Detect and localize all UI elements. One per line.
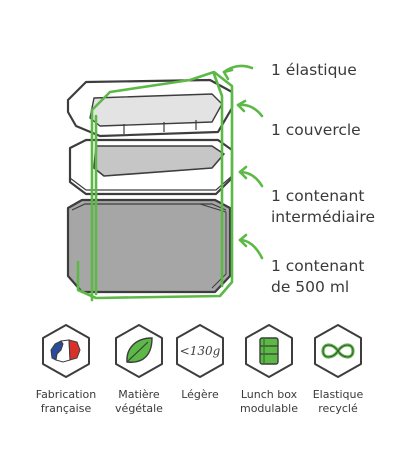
arrow-lid-icon bbox=[236, 99, 264, 118]
feature-plant-material: Matière végétale bbox=[99, 322, 179, 416]
weight-label-icon: <130g bbox=[176, 324, 224, 378]
feature-lightweight: <130g Légère bbox=[160, 322, 240, 402]
callout-text: 1 contenant bbox=[271, 257, 365, 275]
french-flag-icon bbox=[42, 324, 90, 378]
arrow-elastic-icon bbox=[222, 64, 254, 81]
feature-made-in-france: Fabrication française bbox=[26, 322, 106, 416]
weight-badge-text: <130g bbox=[180, 344, 221, 358]
feature-label: recyclé bbox=[318, 402, 358, 415]
arrow-middle-icon bbox=[238, 165, 264, 188]
lunch-box-illustration bbox=[66, 64, 264, 302]
elastic-band-illustration bbox=[76, 70, 234, 302]
callout-lid: 1 couvercle bbox=[271, 120, 361, 141]
feature-label: Lunch box bbox=[240, 388, 298, 401]
callout-bottom-container: 1 contenant de 500 ml bbox=[271, 256, 364, 298]
feature-recycled-elastic: Elastique recyclé bbox=[298, 322, 378, 416]
middle-container-illustration bbox=[68, 138, 234, 196]
feature-label: Fabrication bbox=[35, 388, 97, 401]
feature-label: végétale bbox=[115, 402, 163, 415]
callout-arrows bbox=[222, 64, 264, 260]
stacked-box-icon bbox=[245, 324, 293, 378]
callout-text: intermédiaire bbox=[271, 208, 375, 226]
callout-text: 1 contenant bbox=[271, 187, 365, 205]
feature-label: Elastique bbox=[312, 388, 364, 401]
callout-elastic: 1 élastique bbox=[271, 60, 357, 81]
leaf-icon bbox=[115, 324, 163, 378]
feature-label: française bbox=[40, 402, 92, 415]
infinity-elastic-icon bbox=[314, 324, 362, 378]
callout-text: 1 élastique bbox=[271, 61, 357, 79]
callout-text: 1 couvercle bbox=[271, 121, 361, 139]
callout-middle-container: 1 contenant intermédiaire bbox=[271, 186, 375, 228]
bottom-container-illustration bbox=[66, 198, 232, 294]
feature-modular: Lunch box modulable bbox=[229, 322, 309, 416]
callout-text: de 500 ml bbox=[271, 278, 350, 296]
feature-label: modulable bbox=[239, 402, 298, 415]
arrow-bottom-icon bbox=[238, 233, 264, 260]
feature-label: Matière bbox=[118, 388, 160, 401]
feature-label: Légère bbox=[181, 388, 219, 401]
